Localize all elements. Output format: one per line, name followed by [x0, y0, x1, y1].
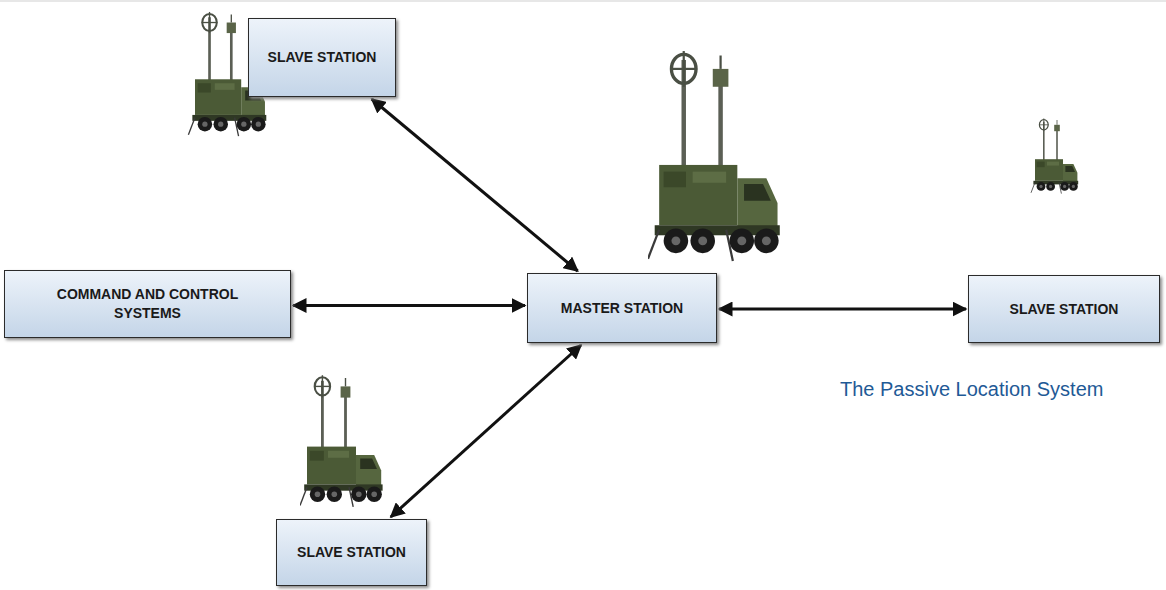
link-arrow — [372, 99, 578, 271]
caption: The Passive Location System — [840, 378, 1103, 401]
station-box: SLAVE STATION — [276, 519, 427, 586]
station-box: MASTER STATION — [527, 273, 717, 343]
vehicle-icon — [648, 51, 780, 261]
station-label: MASTER STATION — [561, 299, 683, 318]
station-box: SLAVE STATION — [248, 18, 396, 97]
vehicle-icon — [1031, 118, 1078, 193]
link-arrow — [293, 304, 525, 307]
top-rule — [0, 1, 1166, 2]
station-box: COMMAND AND CONTROL SYSTEMS — [4, 270, 291, 338]
station-label: SLAVE STATION — [1010, 300, 1119, 319]
station-label: COMMAND AND CONTROL SYSTEMS — [48, 285, 248, 323]
link-arrow — [719, 308, 966, 311]
station-box: SLAVE STATION — [968, 275, 1160, 343]
station-label: SLAVE STATION — [297, 543, 406, 562]
vehicle-icon — [300, 375, 383, 507]
station-label: SLAVE STATION — [268, 48, 377, 67]
link-arrow — [391, 345, 581, 517]
